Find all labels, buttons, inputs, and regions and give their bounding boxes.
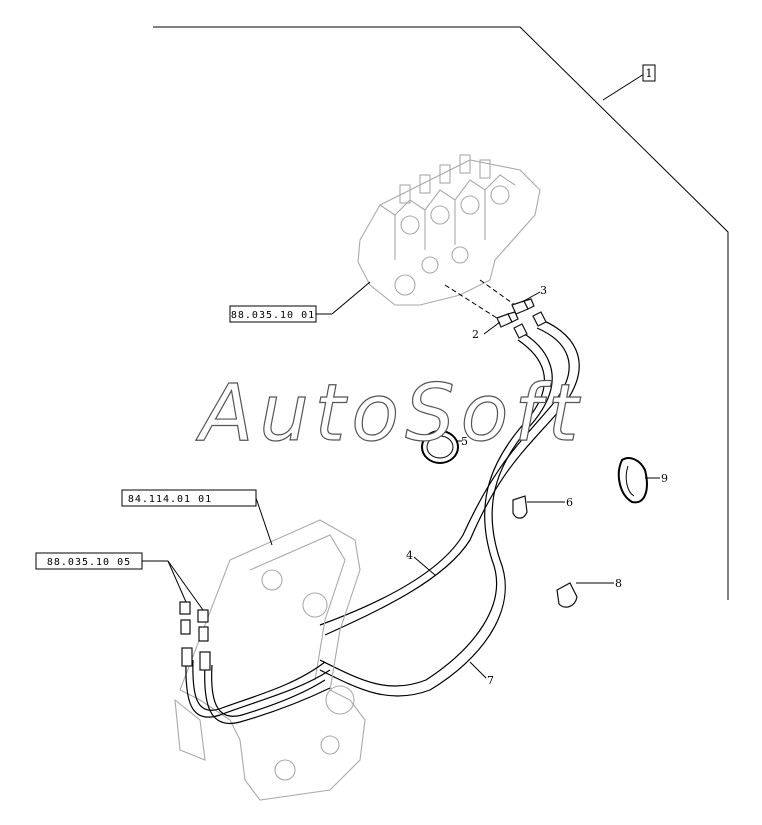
control-valve-drawing — [357, 154, 541, 306]
callout-8-number: 8 — [615, 577, 622, 590]
note-number: 1 — [646, 67, 653, 80]
callout-6-number: 6 — [566, 496, 573, 509]
callout-4-number: 4 — [406, 549, 413, 562]
frame-border — [153, 26, 729, 600]
callout-5-number: 5 — [461, 435, 468, 448]
callout-8: 8 — [576, 577, 622, 590]
hose-ends-group — [181, 647, 331, 725]
callout-9-number: 9 — [661, 472, 668, 485]
ref-fittings-group: 88.035.10 05 — [35, 552, 204, 611]
ref-boom-bracket: 84.114.01 01 — [121, 489, 273, 546]
ref-label-boom-bracket: 84.114.01 01 — [128, 494, 212, 505]
clamp-5 — [421, 430, 459, 464]
callout-4: 4 — [406, 549, 436, 576]
note-callout: 1 — [602, 64, 656, 101]
callout-9: 9 — [645, 472, 668, 485]
callout-2: 2 — [472, 321, 501, 341]
callout-7: 7 — [469, 661, 494, 687]
ref-label-control-valve: 88.035.10 01 — [231, 310, 315, 321]
ref-control-valve: 88.035.10 01 — [229, 281, 371, 323]
fitting-3 — [511, 298, 535, 315]
callout-7-number: 7 — [487, 674, 494, 687]
fitting-2 — [496, 311, 519, 328]
callout-3-number: 3 — [540, 284, 547, 297]
callout-2-number: 2 — [472, 328, 479, 341]
callout-3: 3 — [521, 284, 547, 303]
group-fittings — [179, 601, 209, 642]
watermark-text: AutoSoft — [195, 369, 584, 459]
callout-6: 6 — [527, 496, 573, 509]
callout-5: 5 — [456, 435, 468, 448]
band-9 — [617, 457, 648, 504]
clip-6 — [512, 495, 528, 519]
clip-8 — [556, 582, 578, 608]
hose-4 — [319, 317, 580, 636]
boom-bracket-drawing — [174, 519, 366, 801]
ref-label-fittings-group: 88.035.10 05 — [47, 557, 131, 568]
hose-7 — [319, 329, 553, 697]
